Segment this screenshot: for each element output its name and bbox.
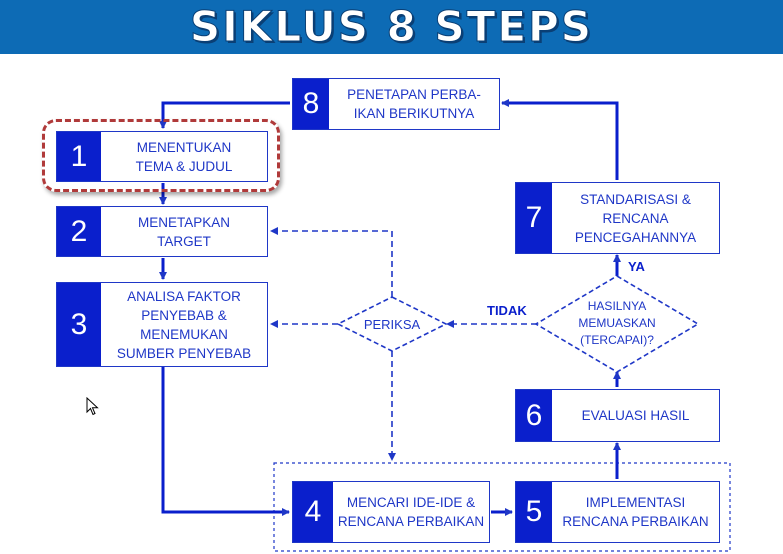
title-bar (0, 0, 783, 54)
step-1-highlight (42, 119, 280, 192)
step-8-label: PENETAPAN PERBA- IKAN BERIKUTNYA (347, 87, 481, 121)
step-1-box[interactable]: 1 MENENTUKAN TEMA & JUDUL (56, 131, 268, 182)
decision-satisfied-label: HASILNYA MEMUASKAN (TERCAPAI)? (578, 299, 656, 347)
step-5-number: 5 (516, 482, 552, 542)
page-title: SIKLUS 8 STEPS (189, 2, 594, 52)
step-5-box[interactable]: 5 IMPLEMENTASI RENCANA PERBAIKAN (515, 481, 720, 543)
step-8-box[interactable]: 8 PENETAPAN PERBA- IKAN BERIKUTNYA (292, 78, 500, 130)
edge-label-yes: YA (628, 259, 645, 274)
edge-3-to-4 (161, 367, 290, 516)
step-7-label: STANDARISASI & RENCANA PENCEGAHANNYA (574, 191, 697, 245)
step-6-box[interactable]: 6 EVALUASI HASIL (515, 389, 720, 442)
step-2-number: 2 (57, 207, 101, 256)
step-6-number: 6 (516, 390, 552, 441)
edge-label-no: TIDAK (487, 303, 527, 318)
decision-check-label: PERIKSA (363, 317, 421, 332)
decision-check-shape (336, 296, 448, 352)
edge-check-to-2 (270, 227, 393, 297)
step-7-box[interactable]: 7 STANDARISASI & RENCANA PENCEGAHANNYA (515, 182, 720, 254)
step-3-box[interactable]: 3 ANALISA FAKTOR PENYEBAB & MENEMUKAN SU… (56, 282, 268, 367)
step-1-label: MENENTUKAN TEMA & JUDUL (135, 139, 233, 174)
step-3-number: 3 (57, 283, 101, 366)
step-4-number: 4 (293, 482, 333, 542)
edge-7-to-8 (501, 99, 619, 180)
step-5-label: IMPLEMENTASI RENCANA PERBAIKAN (562, 495, 709, 529)
decision-satisfied-shape (534, 275, 700, 373)
step-3-label: ANALISA FAKTOR PENYEBAB & MENEMUKAN SUMB… (116, 288, 252, 361)
step-2-label: MENETAPKAN TARGET (137, 214, 230, 249)
step-2-box[interactable]: 2 MENETAPKAN TARGET (56, 206, 268, 257)
step-group-frame (273, 462, 731, 552)
step-4-label: MENCARI IDE-IDE & RENCANA PERBAIKAN (337, 495, 485, 529)
step-8-number: 8 (293, 79, 329, 129)
mouse-cursor-icon (86, 397, 99, 416)
step-6-label: EVALUASI HASIL (581, 408, 690, 423)
step-4-box[interactable]: 4 MENCARI IDE-IDE & RENCANA PERBAIKAN (292, 481, 490, 543)
step-7-number: 7 (516, 183, 552, 253)
step-1-number: 1 (57, 132, 101, 181)
